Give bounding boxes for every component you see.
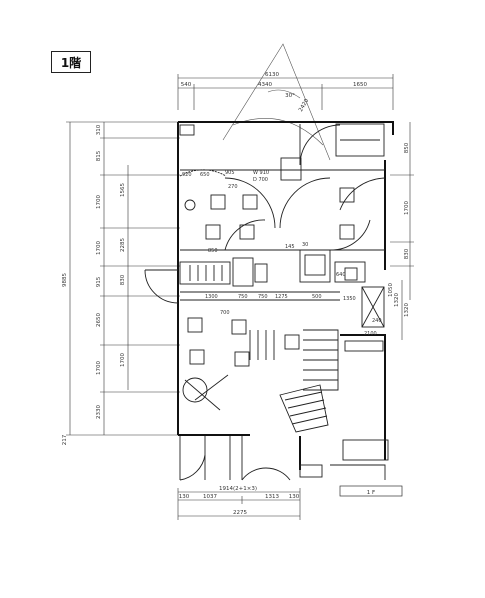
dim-left-seg-2: 815 <box>96 150 102 161</box>
dim-left-inner-2: 2285 <box>120 238 126 252</box>
dim-left-inner-1: 1565 <box>120 183 126 197</box>
room-label: 1275 <box>275 294 288 300</box>
dim-left-seg-1: 310 <box>96 124 102 135</box>
dim-bottom-d: 130 <box>289 494 300 500</box>
dim-left-overall: 9885 <box>62 273 68 287</box>
dim-left-inner-4: 1700 <box>120 353 126 367</box>
dim-top-radial: 2420 <box>298 98 310 114</box>
room-label: 1300 <box>205 294 218 300</box>
room-label: 500 <box>312 294 322 300</box>
dim-right-1: 850 <box>404 142 410 153</box>
dim-left-seg-7: 1700 <box>96 361 102 375</box>
dim-bottom-c: 130 <box>179 494 190 500</box>
room-label: 240 <box>372 318 382 324</box>
dim-right-4: 1320 <box>394 293 400 307</box>
dim-bottom-b: 1313 <box>265 494 279 500</box>
dim-right-5: 1320 <box>404 303 410 317</box>
dim-top-overall: 6130 <box>265 72 279 78</box>
floor-tag-box <box>339 485 403 497</box>
dim-bottom-overall: 2275 <box>233 510 247 516</box>
dim-left-seg-4: 1700 <box>96 241 102 255</box>
room-label: 750 <box>258 294 268 300</box>
room-label: 145 <box>285 244 295 250</box>
dim-left-seg-5: 915 <box>96 276 102 287</box>
room-label: W 910 <box>253 170 269 176</box>
dim-top-small-left: 540 <box>181 82 192 88</box>
dim-left-seg-9: 217 <box>62 434 68 445</box>
room-label: 905 <box>225 170 235 176</box>
dim-right-3: 830 <box>404 248 410 259</box>
room-label: 650 <box>200 172 210 178</box>
dim-left-seg-3: 1700 <box>96 195 102 209</box>
room-label: 1350 <box>343 296 356 302</box>
room-label: 920 <box>182 172 192 178</box>
room-label: 2100 <box>364 331 377 337</box>
floor-label: 1階 <box>60 55 82 70</box>
dim-top-angle: 30° <box>285 93 295 99</box>
room-label: D 700 <box>253 177 268 183</box>
floor-label-badge: 1階 <box>51 51 91 73</box>
dim-left-inner-3: 830 <box>120 274 126 285</box>
dim-bottom-row1: 1914(2+1×3) <box>219 486 257 492</box>
dim-right-2: 1700 <box>404 201 410 215</box>
room-label: 270 <box>228 184 238 190</box>
room-label: 640 <box>336 272 346 278</box>
room-label: 750 <box>238 294 248 300</box>
room-label: 700 <box>220 310 230 316</box>
room-label: 850 <box>208 248 218 254</box>
dim-bottom-a: 1037 <box>203 494 217 500</box>
floor-tag: 1 F <box>367 490 375 496</box>
dim-right-6: 1050 <box>388 283 394 297</box>
dim-top-inner-left: 4340 <box>258 82 272 88</box>
dim-left-seg-8: 2330 <box>96 405 102 419</box>
room-label: 30 <box>302 242 308 248</box>
dim-top-inner-right: 1650 <box>353 82 367 88</box>
dim-left-seg-6: 2650 <box>96 313 102 327</box>
